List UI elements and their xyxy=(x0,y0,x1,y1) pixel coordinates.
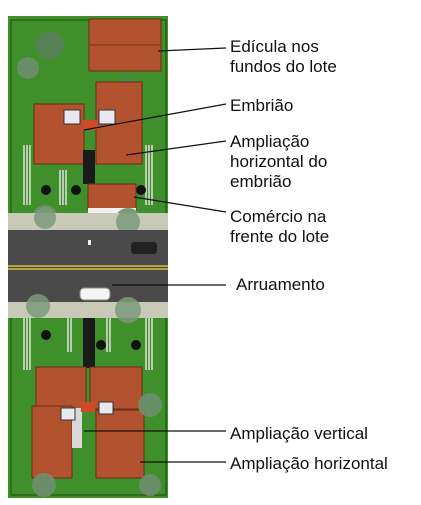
vertical-extension-wall xyxy=(72,408,82,448)
tree xyxy=(26,294,50,318)
tree xyxy=(36,31,64,59)
fence-left-bottom xyxy=(23,318,31,370)
shrub xyxy=(136,185,146,195)
label-ampliacao-horizontal: Ampliação horizontal xyxy=(230,454,388,473)
water-tank xyxy=(60,407,76,421)
tree xyxy=(34,207,56,229)
fence-right xyxy=(145,145,153,205)
label-edicula: Edícula nos fundos do lote xyxy=(230,37,337,76)
fence-mid xyxy=(59,170,67,205)
shrub xyxy=(71,185,81,195)
tree xyxy=(17,57,39,79)
car-white xyxy=(79,287,111,301)
callout-ampliacao-horizontal-embriao xyxy=(125,140,227,156)
pedestrian xyxy=(88,240,91,245)
tree xyxy=(139,474,161,496)
tree xyxy=(138,393,162,417)
fence-left xyxy=(23,145,31,205)
water-tank xyxy=(98,109,116,125)
callout-edicula xyxy=(157,47,227,52)
house-roof-bottom-right xyxy=(89,366,143,410)
commerce-roof xyxy=(87,183,137,211)
shrub xyxy=(41,330,51,340)
embryo-core xyxy=(83,120,97,130)
house-roof-bottom-left xyxy=(35,366,87,410)
water-tank xyxy=(63,109,81,125)
label-arruamento: Arruamento xyxy=(236,275,325,294)
shrub xyxy=(131,340,141,350)
embryo-core-bottom xyxy=(81,402,95,412)
fence-mid-bottom xyxy=(67,318,111,352)
label-comercio: Comércio na frente do lote xyxy=(230,207,330,246)
central-path-bottom xyxy=(83,318,95,368)
label-embriao: Embrião xyxy=(230,96,294,115)
sidewalk-top xyxy=(8,213,168,230)
tree xyxy=(115,297,141,323)
label-ampliacao-horizontal-embriao: Ampliação horizontal do embrião xyxy=(230,132,328,191)
callout-comercio xyxy=(133,196,227,213)
label-ampliacao-vertical: Ampliação vertical xyxy=(230,424,368,443)
tree xyxy=(116,210,140,234)
shrub xyxy=(96,340,106,350)
commerce-front xyxy=(88,208,136,214)
water-tank xyxy=(98,401,114,415)
car-dark xyxy=(131,242,157,254)
tree xyxy=(32,473,56,497)
shrub xyxy=(41,185,51,195)
callout-embriao xyxy=(83,103,227,131)
central-path xyxy=(83,150,95,184)
fence-right-bottom xyxy=(145,318,153,370)
horizontal-extension-roof xyxy=(95,409,145,479)
